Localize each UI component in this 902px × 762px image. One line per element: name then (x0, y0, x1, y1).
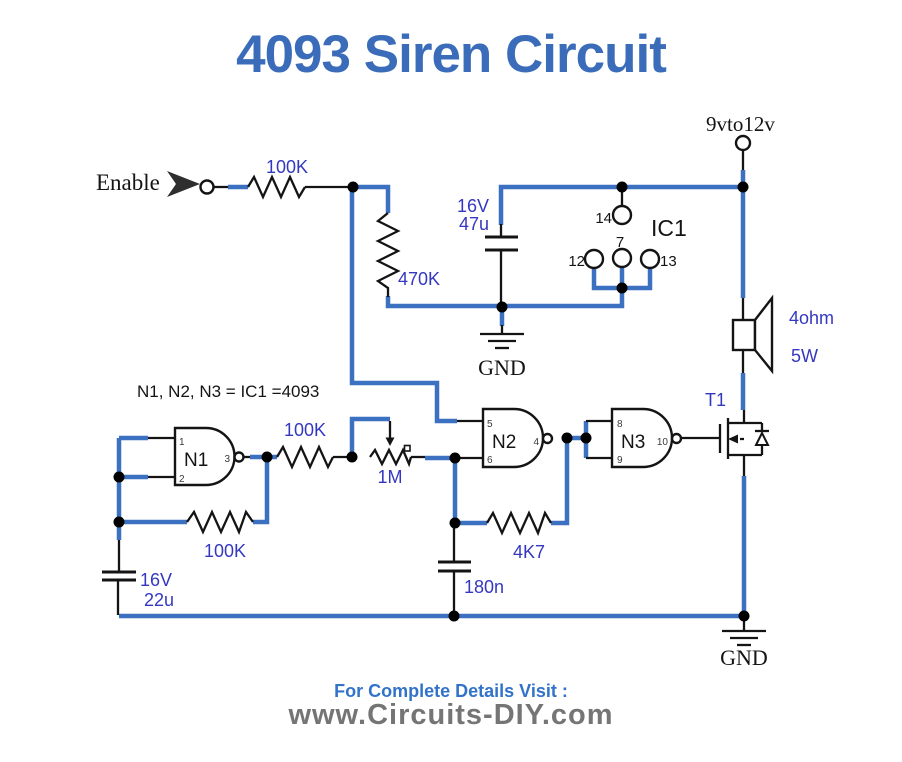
r-470k-value: 470K (398, 269, 440, 289)
ic1-pin13-label: 13 (660, 253, 677, 270)
capacitor-47u (485, 235, 518, 252)
ic1-pin14-label: 14 (595, 210, 612, 227)
n1-pin2: 2 (179, 474, 185, 485)
n1-output-bubble (233, 451, 245, 463)
nand-gate-n3 (610, 407, 683, 469)
supply-label: 9vto12v (706, 112, 775, 136)
c180-value: 180n (464, 577, 504, 597)
speaker-power: 5W (791, 346, 818, 366)
c22-voltage: 16V (140, 570, 172, 590)
pot-value: 1M (377, 467, 402, 487)
wire-top-left (353, 184, 391, 213)
resistor-4k7 (486, 510, 552, 537)
n3-pin10: 10 (657, 437, 669, 448)
wire-osc-link (349, 189, 457, 424)
n1-label: N1 (184, 450, 208, 471)
mosfet-arrow (728, 434, 738, 444)
ic1-pin13-circle (639, 248, 661, 270)
gnd-symbol-top (480, 332, 524, 350)
n2-pin5: 5 (487, 419, 493, 430)
wire-top-rail (498, 184, 744, 225)
c47-voltage: 16V (457, 196, 489, 216)
gnd-symbol-bottom (722, 629, 766, 647)
speaker-impedance: 4ohm (789, 308, 834, 328)
n1-pin3: 3 (224, 454, 230, 465)
gate-note: N1, N2, N3 = IC1 =4093 (137, 382, 319, 401)
n3-pin8: 8 (617, 419, 623, 430)
enable-label: Enable (96, 170, 160, 195)
n2-pin4: 4 (533, 437, 539, 448)
n1-pin1: 1 (179, 437, 185, 448)
nand-gate-n2 (481, 407, 554, 469)
nand-gate-n1 (173, 426, 245, 487)
gnd-bottom-label: GND (720, 645, 768, 670)
pot-wiper-arrow (385, 437, 395, 446)
capacitor-22u (102, 570, 136, 582)
t1-label: T1 (705, 390, 726, 410)
speaker (731, 294, 774, 375)
supply-terminal (734, 134, 752, 152)
resistor-r-feedback (186, 509, 254, 536)
n2-label: N2 (492, 432, 516, 453)
wire-pot-riser (349, 416, 390, 457)
c47-value: 47u (459, 214, 489, 234)
ic1-pin12-circle (583, 248, 605, 270)
capacitor-180n (438, 560, 471, 573)
r-input-value: 100K (266, 157, 308, 177)
r-feedback-value: 100K (204, 541, 246, 561)
footer-site-url: www.Circuits-DIY.com (288, 699, 614, 731)
wire-fb-right (253, 459, 270, 525)
resistor-r-series (276, 444, 335, 470)
gnd-top-label: GND (478, 355, 526, 380)
resistor-470k (375, 212, 401, 297)
enable-terminal (199, 179, 215, 195)
n3-output-bubble (670, 432, 683, 445)
page-title: 4093 Siren Circuit (236, 25, 667, 84)
ic1-pin7-label: 7 (616, 234, 624, 251)
ic1-pin12-label: 12 (568, 253, 585, 270)
junction-dots (113, 181, 750, 622)
ic1-pin7-circle (611, 247, 633, 269)
n3-label: N3 (621, 432, 645, 453)
n3-pin9: 9 (617, 455, 623, 466)
footer-heading: For Complete Details Visit : (334, 681, 568, 701)
r-series-value: 100K (284, 420, 326, 440)
r-4k7-value: 4K7 (513, 542, 545, 562)
ic1-pin14-circle (611, 204, 633, 226)
c22-value: 22u (144, 590, 174, 610)
pot-wiper-terminal (403, 444, 411, 452)
n2-output-bubble (541, 432, 554, 445)
mosfet-t1 (718, 410, 770, 476)
ic1-label: IC1 (651, 215, 687, 241)
potentiometer-1m (369, 421, 413, 468)
n2-pin6: 6 (487, 455, 493, 466)
enable-arrow-icon (167, 171, 200, 197)
wire-4k7-right (551, 440, 570, 526)
resistor-r-input (247, 174, 306, 200)
body-diode (744, 421, 770, 457)
